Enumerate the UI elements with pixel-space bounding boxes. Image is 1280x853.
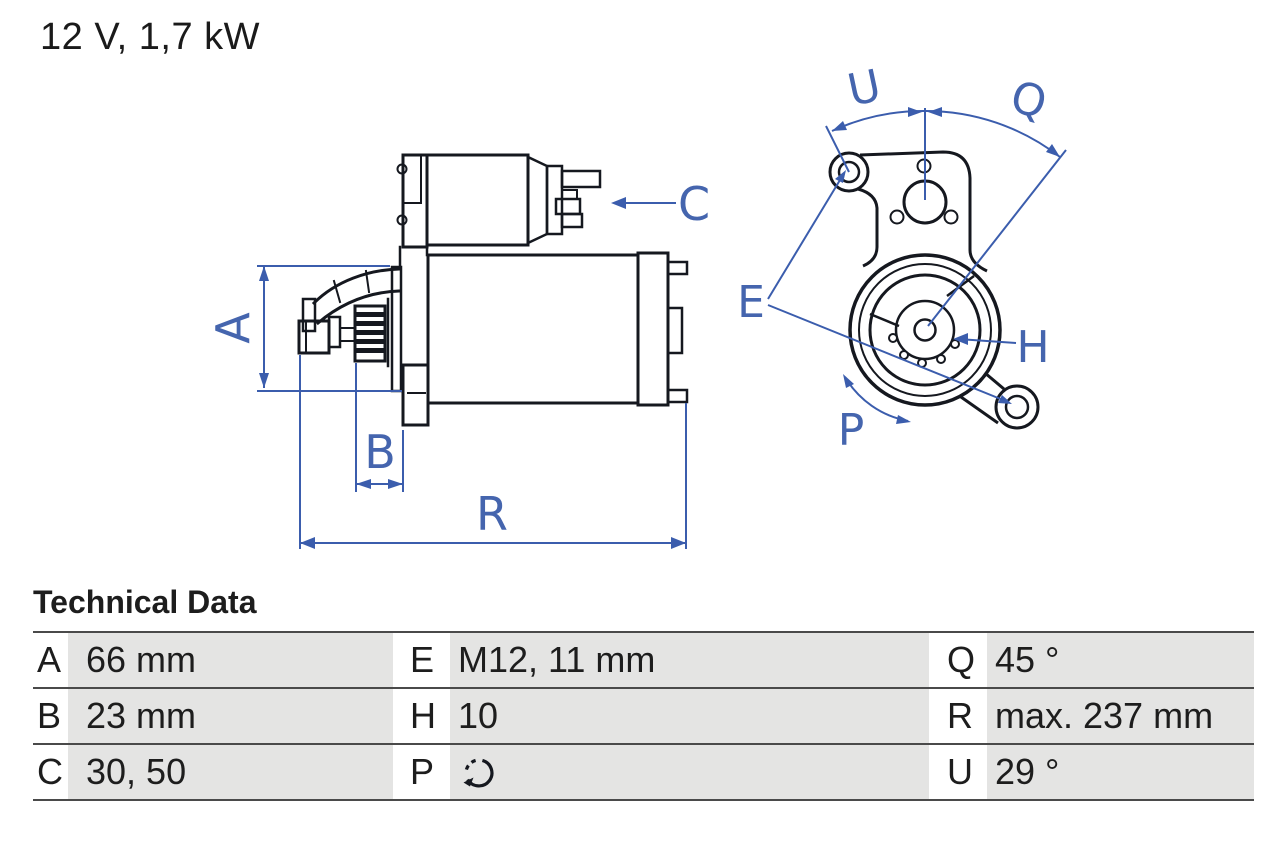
dim-arrowheads bbox=[259, 197, 686, 549]
pointer-e-bottom bbox=[767, 304, 1009, 403]
mounting-plate bbox=[390, 265, 403, 393]
bracket-step-lines bbox=[402, 154, 422, 204]
flange-hole-small-right bbox=[943, 209, 959, 225]
mounting-foot bbox=[401, 363, 430, 427]
value-cell-u: 29 ° bbox=[987, 745, 1254, 799]
dim-a-line bbox=[257, 265, 402, 392]
mount-ear-bottom bbox=[994, 384, 1040, 430]
value-cell-b: 23 mm bbox=[68, 689, 393, 743]
side-view-labels: A B R C bbox=[206, 177, 710, 541]
drive-arm-segments bbox=[332, 269, 371, 304]
table-row: B 23 mm H 10 R max. 237 mm bbox=[33, 689, 1254, 745]
shaft-bore bbox=[913, 318, 937, 342]
value-cell-r: max. 237 mm bbox=[987, 689, 1254, 743]
key-cell-p: P bbox=[393, 745, 450, 799]
key-cell-u: U bbox=[929, 745, 987, 799]
front-view-dimensions bbox=[767, 107, 1067, 424]
drive-arm-top bbox=[311, 267, 401, 306]
ear-bottom-arm bbox=[960, 371, 1005, 425]
end-tab-bottom bbox=[666, 388, 689, 404]
dim-label-e: E bbox=[737, 277, 765, 328]
housing-circle-3 bbox=[868, 273, 982, 387]
shaft-step bbox=[327, 315, 342, 349]
voltage-power-title: 12 V, 1,7 kW bbox=[40, 16, 261, 58]
terminal-block-mid bbox=[554, 197, 582, 216]
terminal-block-low bbox=[560, 212, 584, 229]
key-cell-e: E bbox=[393, 633, 450, 687]
dim-label-b: B bbox=[364, 425, 396, 479]
flange-right-edge bbox=[859, 150, 988, 273]
dim-label-u: U bbox=[843, 60, 885, 117]
dim-label-a: A bbox=[206, 312, 260, 344]
side-view-drawing bbox=[297, 153, 689, 427]
drive-arm-endplate bbox=[301, 297, 317, 333]
dim-label-p: P bbox=[838, 405, 865, 456]
bracket-lug-bottom bbox=[396, 214, 408, 226]
dim-label-r: R bbox=[476, 487, 508, 541]
end-block-mid bbox=[666, 306, 684, 355]
technical-drawing: A B R C bbox=[206, 60, 1067, 549]
key-cell-a: A bbox=[33, 633, 68, 687]
dim-label-h: H bbox=[1016, 322, 1049, 373]
end-tab-top bbox=[666, 260, 689, 276]
value-cell-e: M12, 11 mm bbox=[450, 633, 929, 687]
technical-data-table: A 66 mm E M12, 11 mm Q 45 ° B 23 mm H 10… bbox=[33, 631, 1254, 801]
front-arrowheads bbox=[832, 107, 1060, 424]
housing-connector bbox=[398, 245, 429, 269]
pointer-e-top bbox=[767, 179, 841, 300]
key-cell-r: R bbox=[929, 689, 987, 743]
drive-arm-bottom bbox=[315, 289, 401, 326]
value-cell-h: 10 bbox=[450, 689, 929, 743]
terminal-step bbox=[561, 189, 578, 200]
ext-line-u bbox=[825, 125, 850, 173]
motor-body bbox=[426, 253, 640, 405]
value-cell-a: 66 mm bbox=[68, 633, 393, 687]
housing-outer-circle bbox=[848, 253, 1002, 407]
value-cell-q: 45 ° bbox=[987, 633, 1254, 687]
dim-label-q: Q bbox=[1005, 71, 1052, 129]
ext-line-q bbox=[927, 149, 1067, 327]
key-cell-b: B bbox=[33, 689, 68, 743]
bracket-lug-top bbox=[396, 163, 408, 175]
key-cell-c: C bbox=[33, 745, 68, 799]
dim-label-c: C bbox=[678, 177, 710, 231]
spline-teeth bbox=[888, 333, 960, 368]
value-cell-c: 30, 50 bbox=[68, 745, 393, 799]
solenoid-cap bbox=[526, 155, 549, 245]
solenoid-body bbox=[425, 153, 530, 247]
flange-hole-small-left bbox=[889, 209, 905, 225]
key-cell-q: Q bbox=[929, 633, 987, 687]
mount-hole-top bbox=[837, 160, 861, 184]
side-view-dimensions bbox=[257, 197, 687, 549]
terminal-rod bbox=[560, 169, 602, 189]
table-row: A 66 mm E M12, 11 mm Q 45 ° bbox=[33, 633, 1254, 689]
front-view-drawing bbox=[828, 150, 1040, 430]
motor-end-cap bbox=[636, 251, 670, 407]
technical-data-title: Technical Data bbox=[33, 584, 257, 620]
mount-ear-top bbox=[828, 151, 870, 193]
mount-hole-bottom bbox=[1004, 394, 1030, 420]
solenoid-bracket bbox=[401, 153, 429, 249]
key-cell-h: H bbox=[393, 689, 450, 743]
rotation-direction-icon bbox=[463, 758, 494, 788]
shaft-links bbox=[339, 327, 356, 342]
pinion-teeth bbox=[356, 312, 384, 353]
flange-left-edge bbox=[857, 187, 879, 268]
dim-r-lines bbox=[299, 355, 687, 549]
housing-circle-2 bbox=[858, 263, 992, 397]
value-cell-p bbox=[450, 745, 929, 799]
pinion-gear bbox=[353, 304, 387, 363]
table-row: C 30, 50 P U 29 ° bbox=[33, 745, 1254, 801]
